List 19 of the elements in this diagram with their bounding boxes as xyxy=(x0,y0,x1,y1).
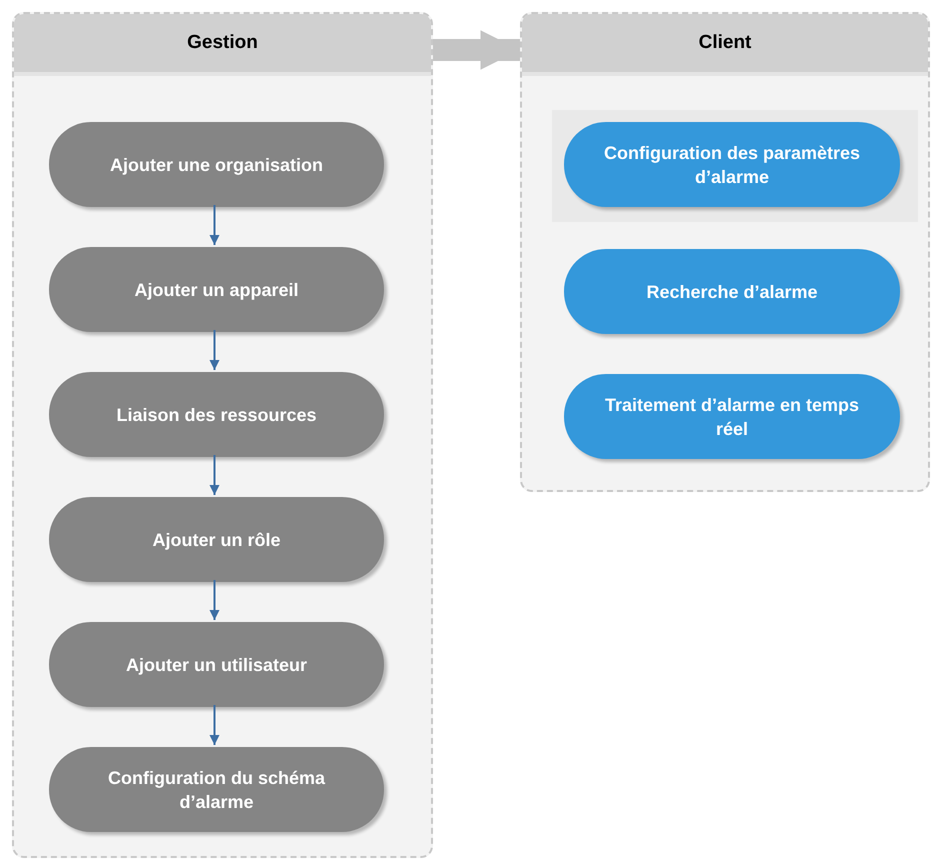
process-pill: Ajouter un appareil xyxy=(49,247,384,332)
lane-header: Gestion xyxy=(187,30,258,55)
arrow xyxy=(210,705,220,745)
arrow xyxy=(210,455,220,495)
block-arrow xyxy=(433,30,520,70)
process-pill: Ajouter un rôle xyxy=(49,497,384,582)
process-pill: Configuration du schéma d’alarme xyxy=(49,747,384,832)
swimlane-panel xyxy=(520,12,930,492)
arrow xyxy=(210,330,220,370)
arrow xyxy=(210,205,220,245)
arrow xyxy=(210,580,220,620)
process-pill: Recherche d’alarme xyxy=(564,249,900,334)
swimlane-panel xyxy=(12,12,433,858)
process-pill: Ajouter une organisation xyxy=(49,122,384,207)
lane-header: Client xyxy=(698,30,752,55)
process-pill: Liaison des ressources xyxy=(49,372,384,457)
process-pill: Traitement d’alarme en temps réel xyxy=(564,374,900,459)
process-pill: Ajouter un utilisateur xyxy=(49,622,384,707)
process-pill: Configuration des paramètres d’alarme xyxy=(564,122,900,207)
